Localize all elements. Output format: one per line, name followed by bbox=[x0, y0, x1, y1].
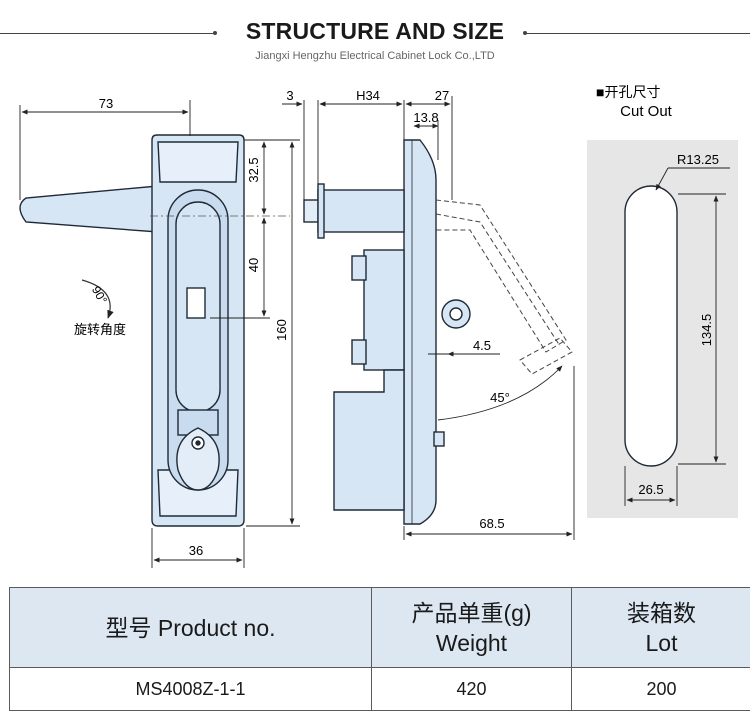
header-weight-cn: 产品单重(g) bbox=[373, 598, 570, 628]
side-mount-block bbox=[364, 250, 404, 370]
front-view bbox=[20, 135, 244, 526]
cell-lot: 200 bbox=[572, 668, 750, 711]
angle-45: 45° bbox=[490, 390, 510, 405]
header-product-no: 型号 Product no. bbox=[10, 588, 372, 668]
spec-table: 型号 Product no. 产品单重(g) Weight 装箱数 Lot MS… bbox=[9, 587, 750, 711]
table-row: MS4008Z-1-1 420 200 bbox=[10, 668, 750, 711]
spec-table-header: 型号 Product no. 产品单重(g) Weight 装箱数 Lot bbox=[10, 588, 750, 668]
cell-weight: 420 bbox=[372, 668, 572, 711]
cutout-width: 26.5 bbox=[638, 482, 663, 497]
cutout-slot bbox=[625, 186, 677, 466]
handle-lever bbox=[20, 186, 158, 232]
header-weight: 产品单重(g) Weight bbox=[372, 588, 572, 668]
dim-40: 40 bbox=[246, 258, 261, 272]
handle-slot bbox=[187, 288, 205, 318]
side-shaft bbox=[318, 190, 404, 232]
company-subtitle: Jiangxi Hengzhu Electrical Cabinet Lock … bbox=[0, 50, 750, 62]
header-weight-en: Weight bbox=[373, 628, 570, 658]
header-lot: 装箱数 Lot bbox=[572, 588, 750, 668]
cutout-height: 134.5 bbox=[699, 314, 714, 347]
cutout-title-en: Cut Out bbox=[620, 103, 673, 120]
side-handle-swing bbox=[436, 200, 572, 374]
cell-product-no: MS4008Z-1-1 bbox=[10, 668, 372, 711]
side-flange bbox=[404, 140, 436, 524]
header-rule-right bbox=[525, 33, 750, 34]
header-product-no-label: 型号 Product no. bbox=[105, 615, 275, 641]
technical-drawing: 73 32.5 40 160 36 90° 旋转角度 bbox=[0, 70, 750, 580]
dim-73: 73 bbox=[99, 96, 113, 111]
header-lot-cn: 装箱数 bbox=[573, 598, 750, 628]
page-title: STRUCTURE AND SIZE bbox=[0, 18, 750, 45]
dim-68-5: 68.5 bbox=[479, 516, 504, 531]
dim-h34: H34 bbox=[356, 88, 380, 103]
cutout-radius: R13.25 bbox=[677, 152, 719, 167]
cutout-title-cn: ■开孔尺寸 bbox=[596, 84, 660, 100]
side-latch-body bbox=[334, 370, 404, 510]
dim-27: 27 bbox=[435, 88, 449, 103]
dim-3: 3 bbox=[286, 88, 293, 103]
dim-36: 36 bbox=[189, 543, 203, 558]
rotation-label: 旋转角度 bbox=[74, 322, 126, 337]
dim-4-5: 4.5 bbox=[473, 338, 491, 353]
header-lot-en: Lot bbox=[573, 628, 750, 658]
header: STRUCTURE AND SIZE Jiangxi Hengzhu Elect… bbox=[0, 0, 750, 70]
side-view bbox=[304, 140, 470, 524]
rotation-angle: 90° bbox=[89, 284, 110, 307]
dim-160: 160 bbox=[274, 319, 289, 341]
dim-32-5: 32.5 bbox=[246, 157, 261, 182]
dim-13-8: 13.8 bbox=[413, 110, 438, 125]
